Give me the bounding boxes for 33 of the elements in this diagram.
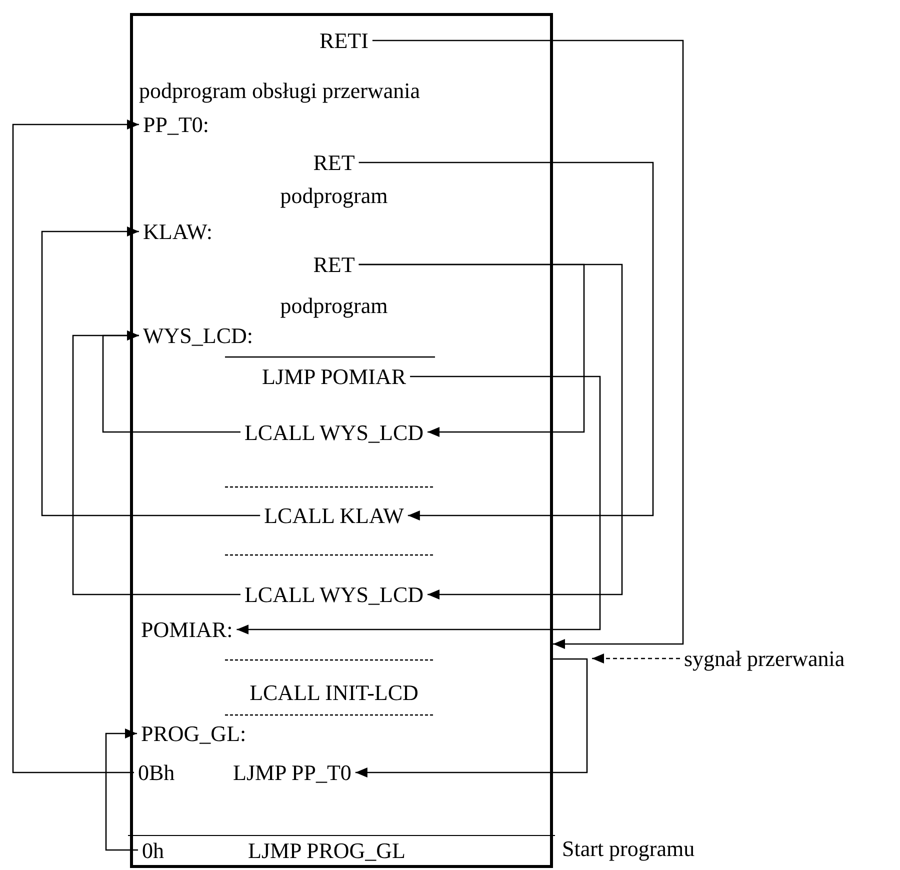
section-label: podprogram bbox=[128, 293, 555, 319]
instruction-text: RET bbox=[128, 150, 555, 176]
arrow bbox=[105, 728, 138, 851]
instruction-text: LJMP PP_T0 bbox=[233, 762, 352, 784]
address-text: 0Bh bbox=[138, 762, 175, 784]
arrow bbox=[236, 376, 601, 634]
section-label: podprogram bbox=[128, 183, 555, 209]
instruction-text: LCALL WYS_LCD bbox=[128, 410, 555, 455]
arrow bbox=[72, 330, 240, 596]
note-text: Start programu bbox=[562, 835, 695, 863]
arrow bbox=[358, 264, 623, 600]
address-text: 0h bbox=[142, 840, 164, 862]
arrow bbox=[372, 40, 684, 649]
code-label: POMIAR: bbox=[128, 617, 555, 643]
instruction-text: LCALL KLAW bbox=[128, 495, 555, 537]
dashed-arrow bbox=[592, 654, 680, 664]
arrow bbox=[41, 226, 260, 516]
instruction-text: RETI bbox=[128, 28, 555, 54]
instruction-text: LCALL INIT-LCD bbox=[128, 680, 555, 706]
code-label: PROG_GL: bbox=[128, 718, 555, 750]
code-label: WYS_LCD: bbox=[128, 324, 555, 348]
signal-label: sygnał przerwania bbox=[684, 646, 845, 672]
code-label: PP_T0: bbox=[128, 113, 555, 137]
arrow bbox=[355, 658, 588, 778]
code-label: KLAW: bbox=[128, 220, 555, 244]
memory-map-box bbox=[130, 13, 553, 868]
instruction-text: LJMP PROG_GL bbox=[248, 840, 406, 862]
instruction-text: RET bbox=[128, 252, 555, 278]
instruction-text: LJMP POMIAR bbox=[128, 364, 555, 390]
arrow bbox=[12, 120, 139, 774]
section-label: podprogram obsługi przerwania bbox=[128, 78, 555, 104]
arrow bbox=[358, 162, 654, 520]
instruction-text: LCALL WYS_LCD bbox=[128, 577, 555, 613]
